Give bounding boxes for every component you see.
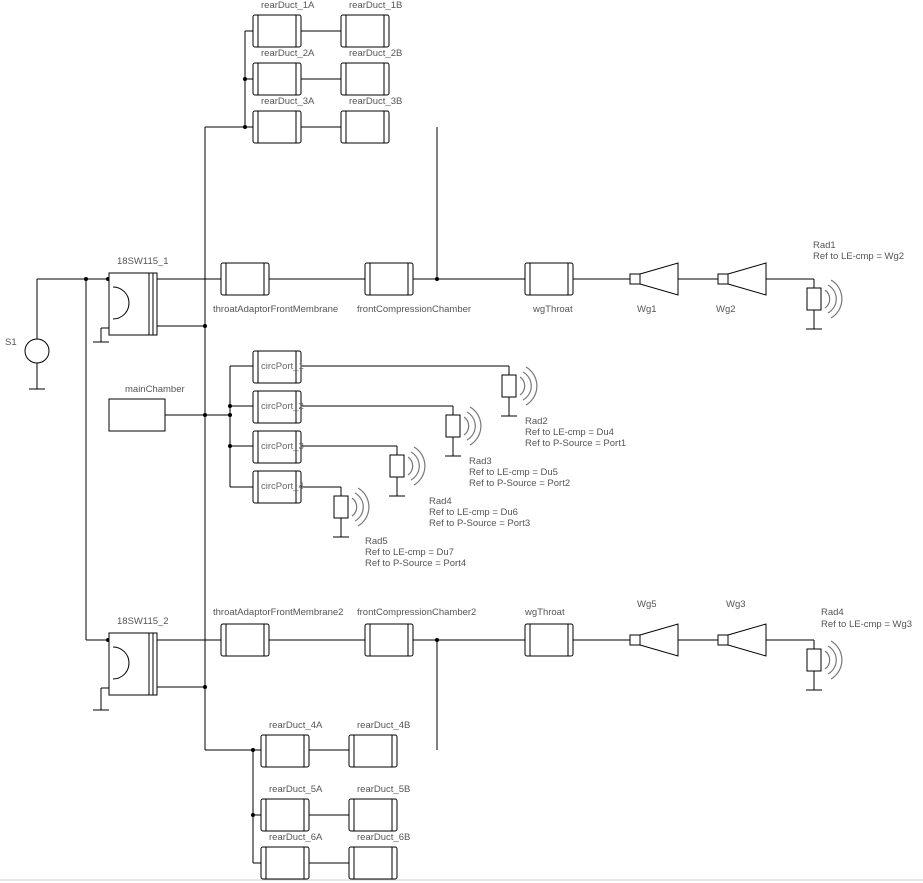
rear-duct-5b-label: rearDuct_5B: [357, 784, 410, 795]
rear-duct-4a-label: rearDuct_4A: [269, 720, 323, 731]
rear-duct-4b[interactable]: [348, 734, 398, 768]
radiator-1-ref: Ref to LE-cmp = Wg2: [813, 251, 904, 262]
circ-port-1-label: circPort_1: [261, 361, 304, 372]
rear-duct-3b-label: rearDuct_3B: [349, 96, 402, 107]
circ-port-2-label: circPort_2: [261, 401, 304, 412]
rear-duct-3b[interactable]: [340, 110, 390, 144]
throat-adaptor-bottom[interactable]: [220, 623, 270, 657]
radiator-4-circ-ref-p: Ref to P-Source = Port3: [429, 518, 530, 529]
source-wires: [37, 277, 110, 642]
throat-adaptor-top-label: throatAdaptorFrontMembrane: [213, 304, 338, 315]
wg-throat-bottom-label: wgThroat: [524, 607, 565, 618]
rear-duct-1a[interactable]: [252, 14, 302, 48]
radiator-1-name: Rad1: [813, 240, 836, 251]
wg-throat-bottom[interactable]: [524, 623, 574, 657]
waveguide-5[interactable]: [629, 623, 679, 657]
rear-duct-6a-label: rearDuct_6A: [269, 832, 323, 843]
rear-duct-1b-label: rearDuct_1B: [349, 0, 402, 11]
radiator-3-name: Rad3: [469, 456, 492, 467]
rear-duct-2a[interactable]: [252, 62, 302, 96]
chain-top-wires: [157, 127, 814, 281]
rear-duct-4b-label: rearDuct_4B: [357, 720, 410, 731]
compression-chamber-bottom[interactable]: [364, 623, 414, 657]
waveguide-2-label: Wg2: [716, 304, 736, 315]
rear-duct-6b-label: rearDuct_6B: [357, 832, 410, 843]
waveguide-1-label: Wg1: [637, 304, 657, 315]
radiator-3[interactable]: [444, 405, 482, 457]
driver-2[interactable]: [93, 632, 158, 711]
rear-duct-5a[interactable]: [260, 798, 310, 832]
radiator-3-ref-le: Ref to LE-cmp = Du5: [469, 467, 558, 478]
compression-chamber-top[interactable]: [364, 262, 414, 296]
rear-duct-1a-label: rearDuct_1A: [261, 0, 315, 11]
circ-port-4-label: circPort_4: [261, 481, 304, 492]
rear-ducts-bottom-wires: [205, 748, 349, 864]
rear-duct-3a[interactable]: [252, 110, 302, 144]
throat-adaptor-top[interactable]: [220, 262, 270, 296]
radiator-5-ref-le: Ref to LE-cmp = Du7: [365, 547, 454, 558]
radiator-4-bottom[interactable]: [805, 639, 843, 691]
driver-1-label: 18SW115_1: [117, 256, 169, 267]
waveguide-5-label: Wg5: [637, 599, 657, 610]
wg-throat-top-label: wgThroat: [532, 304, 573, 315]
compression-chamber-bottom-label: frontCompressionChamber2: [357, 607, 476, 618]
rear-duct-3a-label: rearDuct_3A: [261, 96, 315, 107]
radiator-5-ref-p: Ref to P-Source = Port4: [365, 558, 466, 569]
source-s1[interactable]: [24, 279, 50, 390]
radiator-2-ref-p: Ref to P-Source = Port1: [525, 438, 626, 449]
main-chamber-label: mainChamber: [125, 384, 185, 395]
radiator-1[interactable]: [805, 278, 843, 330]
rear-duct-2b-label: rearDuct_2B: [349, 48, 402, 59]
rear-duct-6a[interactable]: [260, 846, 310, 880]
radiator-5-name: Rad5: [365, 536, 388, 547]
waveguide-1[interactable]: [629, 262, 679, 296]
radiator-4-circ-name: Rad4: [429, 496, 452, 507]
waveguide-2[interactable]: [717, 262, 767, 296]
radiator-4-circ-ref-le: Ref to LE-cmp = Du6: [429, 507, 518, 518]
rear-duct-5b[interactable]: [348, 798, 398, 832]
radiator-3-ref-p: Ref to P-Source = Port2: [469, 478, 570, 489]
throat-adaptor-bottom-label: throatAdaptorFrontMembrane2: [213, 607, 343, 618]
main-chamber-box[interactable]: [108, 398, 166, 432]
waveguide-3[interactable]: [717, 623, 767, 657]
circ-port-3-label: circPort_3: [261, 441, 304, 452]
rear-duct-2b[interactable]: [340, 62, 390, 96]
radiator-4-bottom-name: Rad4: [821, 607, 844, 618]
rear-ducts-top-wires: [205, 30, 341, 129]
source-label: S1: [5, 337, 17, 348]
rear-duct-5a-label: rearDuct_5A: [269, 784, 323, 795]
radiator-5[interactable]: [332, 486, 370, 538]
rear-duct-2a-label: rearDuct_2A: [261, 48, 315, 59]
rear-duct-6b[interactable]: [348, 846, 398, 880]
radiator-2-name: Rad2: [525, 416, 548, 427]
radiator-4-circ[interactable]: [388, 445, 426, 497]
rear-duct-1b[interactable]: [340, 14, 390, 48]
waveguide-3-label: Wg3: [726, 599, 746, 610]
radiator-4-bottom-ref: Ref to LE-cmp = Wg3: [821, 619, 912, 630]
driver-1[interactable]: [93, 272, 158, 343]
circ-port-wires: [228, 365, 509, 488]
chain-bottom-wires: [157, 638, 814, 750]
radiator-2[interactable]: [500, 365, 538, 417]
driver-2-label: 18SW115_2: [117, 616, 169, 627]
compression-chamber-top-label: frontCompressionChamber: [357, 304, 471, 315]
radiator-2-ref-le: Ref to LE-cmp = Du4: [525, 427, 614, 438]
wg-throat-top[interactable]: [524, 262, 574, 296]
rear-duct-4a[interactable]: [260, 734, 310, 768]
rear-bus: [157, 127, 230, 750]
